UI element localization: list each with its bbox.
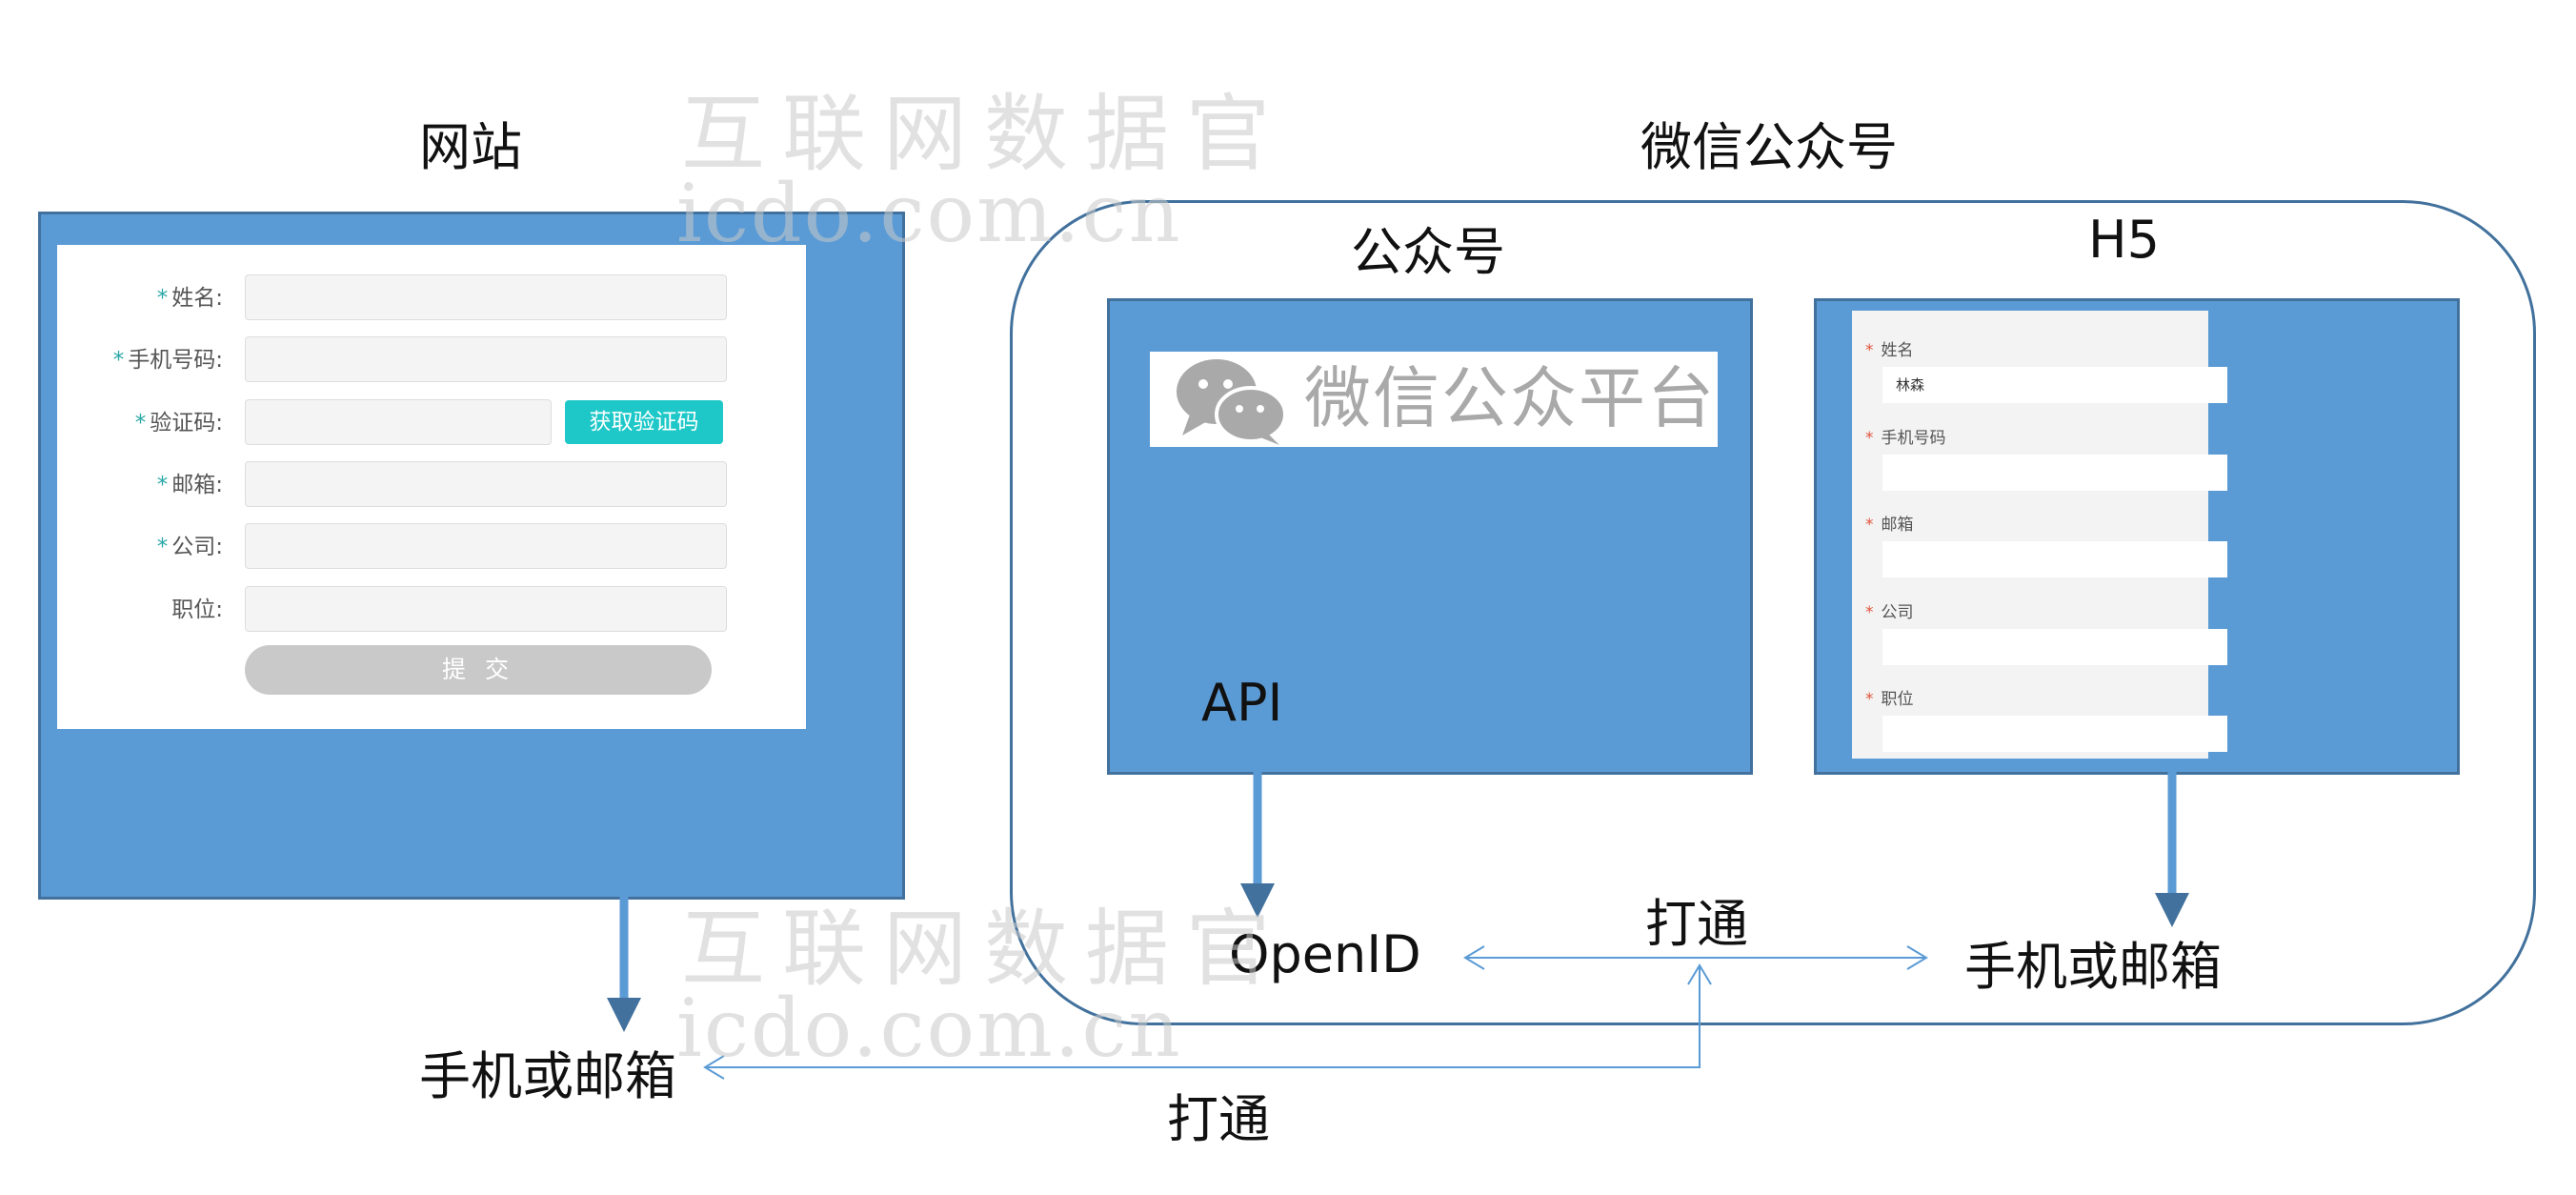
h5-position-input[interactable] [1882,716,2227,752]
form-row-company: *公司: [57,523,806,571]
field-label: 姓名: [171,286,223,311]
position-input[interactable] [245,586,727,632]
watermark-en-top: icdo.com.cn [676,167,1182,260]
wechat-platform-text: 微信公众平台 [1304,359,1716,437]
connect-label-top: 打通 [1645,894,1748,954]
website-form: *姓名: *手机号码: *验证码: 获取验证码 *邮箱: *公司: 职位: 提 … [57,245,806,729]
phone-input[interactable] [245,336,727,382]
name-input[interactable] [245,274,727,320]
email-input[interactable] [245,461,727,507]
watermark-cn-bottom: 互联网数据官 [681,900,1288,998]
h5-field-label: 公司 [1881,603,1914,622]
official-account-box: 微信公众平台 API [1107,298,1753,775]
official-account-title: 公众号 [1351,222,1505,282]
h5-name-input[interactable]: 林森 [1882,367,2227,403]
get-code-button[interactable]: 获取验证码 [565,400,723,444]
h5-company-input[interactable] [1882,629,2227,665]
field-label: 验证码: [150,411,223,435]
form-row-email: *邮箱: [57,461,806,509]
website-output-label: 手机或邮箱 [419,1046,676,1106]
website-link-elbow [707,967,1701,1068]
h5-field-label: 邮箱 [1881,516,1914,535]
h5-box: *姓名 林森 *手机号码 *邮箱 *公司 *职位 [1814,298,2460,775]
submit-button[interactable]: 提 交 [245,645,712,695]
form-row-name: *姓名: [57,274,806,322]
openid-label: OpenID [1229,924,1421,984]
wechat-container [1010,200,2536,1025]
company-input[interactable] [245,523,727,569]
watermark-cn-top: 互联网数据官 [681,85,1288,183]
watermark-en-bottom: icdo.com.cn [676,982,1182,1075]
code-input[interactable] [245,399,552,445]
wechat-logo-icon [1177,359,1287,445]
wechat-title: 微信公众号 [1640,117,1898,177]
form-row-position: 职位: [57,586,806,634]
form-row-phone: *手机号码: [57,336,806,384]
wechat-platform-banner: 微信公众平台 [1150,352,1718,447]
field-label: 职位: [171,598,223,622]
h5-output-label: 手机或邮箱 [1964,937,2222,997]
h5-field-label: 手机号码 [1881,429,1946,448]
form-row-code: *验证码: 获取验证码 [57,399,806,447]
h5-email-input[interactable] [1882,541,2227,577]
field-label: 邮箱: [171,473,223,497]
field-label: 公司: [171,535,223,559]
h5-phone-input[interactable] [1882,455,2227,491]
website-title: 网站 [419,117,522,177]
h5-field-label: 职位 [1881,690,1914,709]
h5-form: *姓名 林森 *手机号码 *邮箱 *公司 *职位 [1852,311,2227,759]
h5-field-label: 姓名 [1881,341,1914,360]
h5-title: H5 [2088,210,2160,270]
field-label: 手机号码: [128,348,223,373]
api-label: API [1201,673,1283,733]
website-box: *姓名: *手机号码: *验证码: 获取验证码 *邮箱: *公司: 职位: 提 … [38,212,905,900]
connect-label-bottom: 打通 [1167,1089,1270,1149]
